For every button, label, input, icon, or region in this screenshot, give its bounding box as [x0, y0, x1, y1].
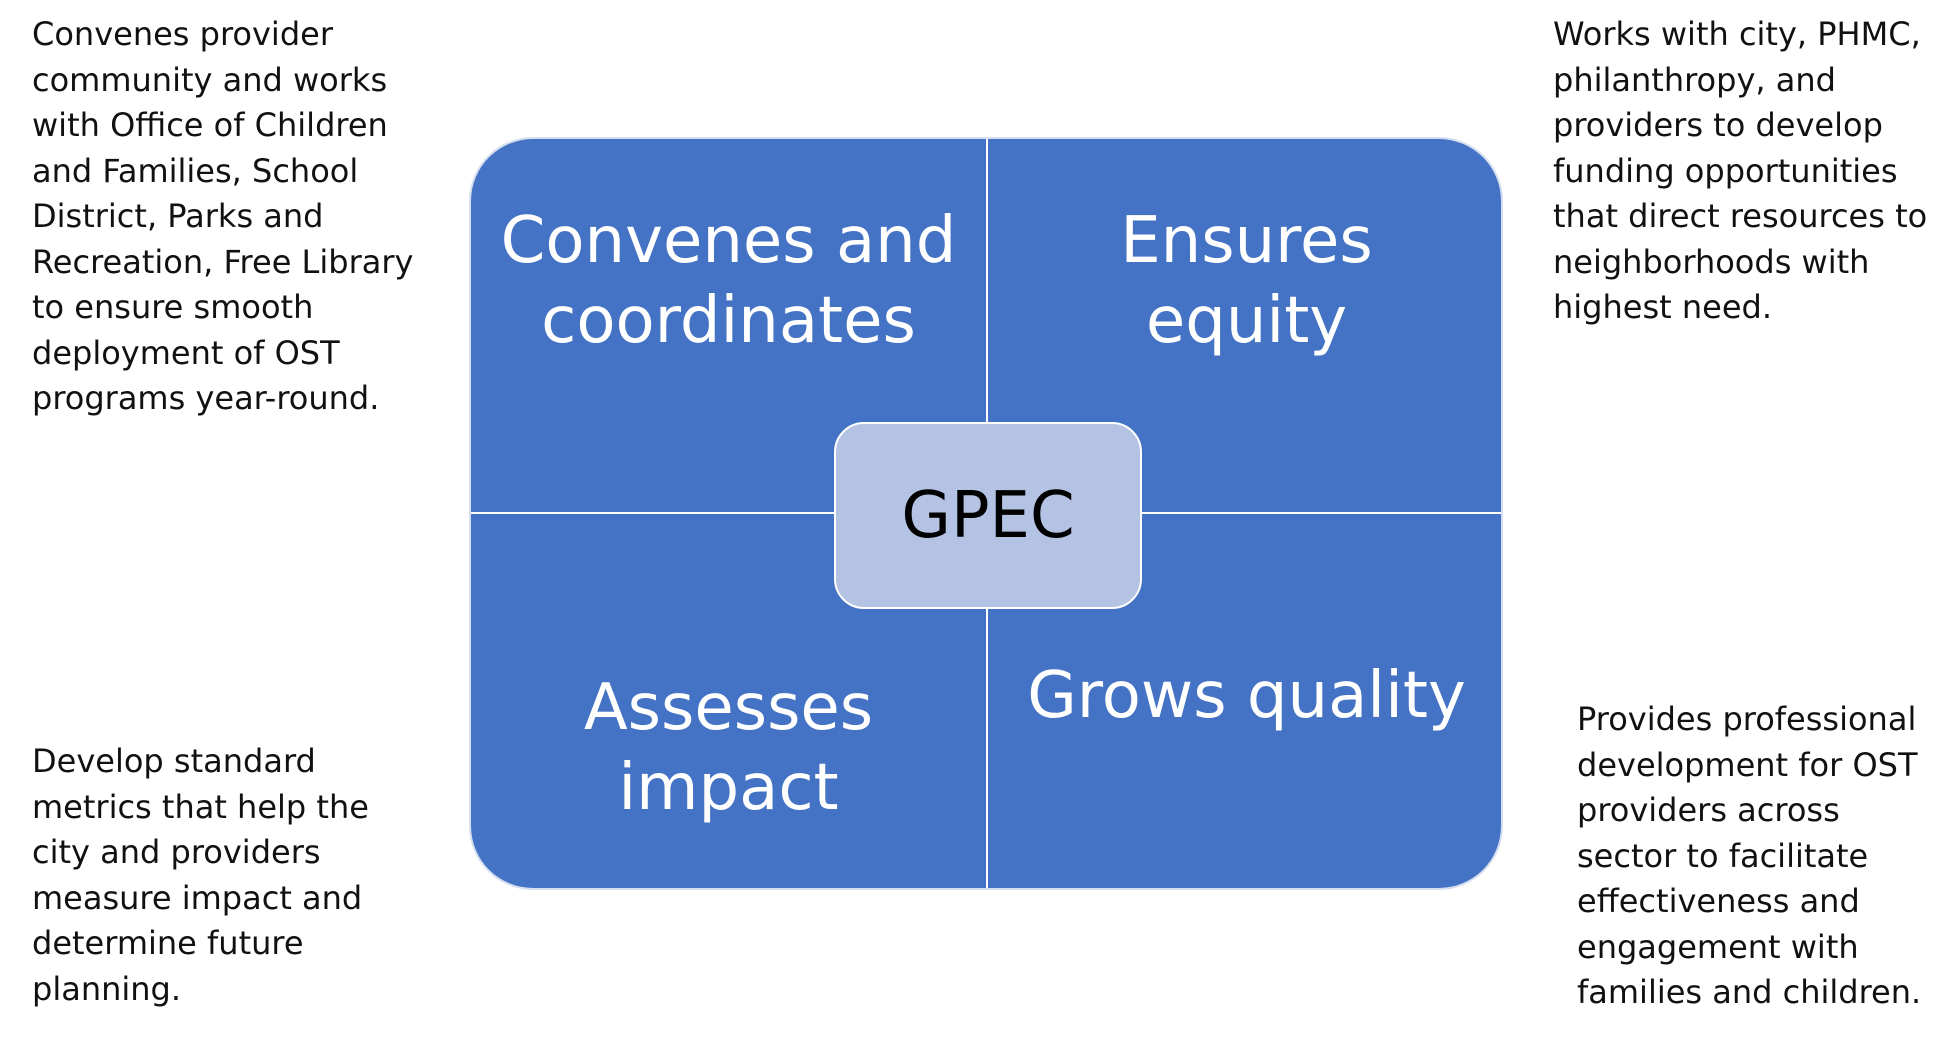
- note-convenes-description: Convenes provider community and works wi…: [32, 15, 414, 417]
- quadrant-label-impact: Assesses impact: [583, 671, 874, 825]
- quadrant-label-convenes: Convenes and coordinates: [500, 204, 957, 358]
- note-equity-description: Works with city, PHMC, philanthropy, and…: [1553, 15, 1928, 326]
- quadrant-assesses-impact: Assesses impact: [471, 513, 987, 888]
- quadrant-label-equity: Ensures equity: [1120, 204, 1373, 358]
- center-gpec-box: GPEC: [834, 422, 1142, 609]
- note-quality-description: Provides professional development for OS…: [1577, 700, 1922, 1011]
- note-impact-description: Develop standard metrics that help the c…: [32, 742, 369, 1008]
- quadrant-label-quality: Grows quality: [1027, 659, 1466, 733]
- center-label: GPEC: [901, 478, 1075, 553]
